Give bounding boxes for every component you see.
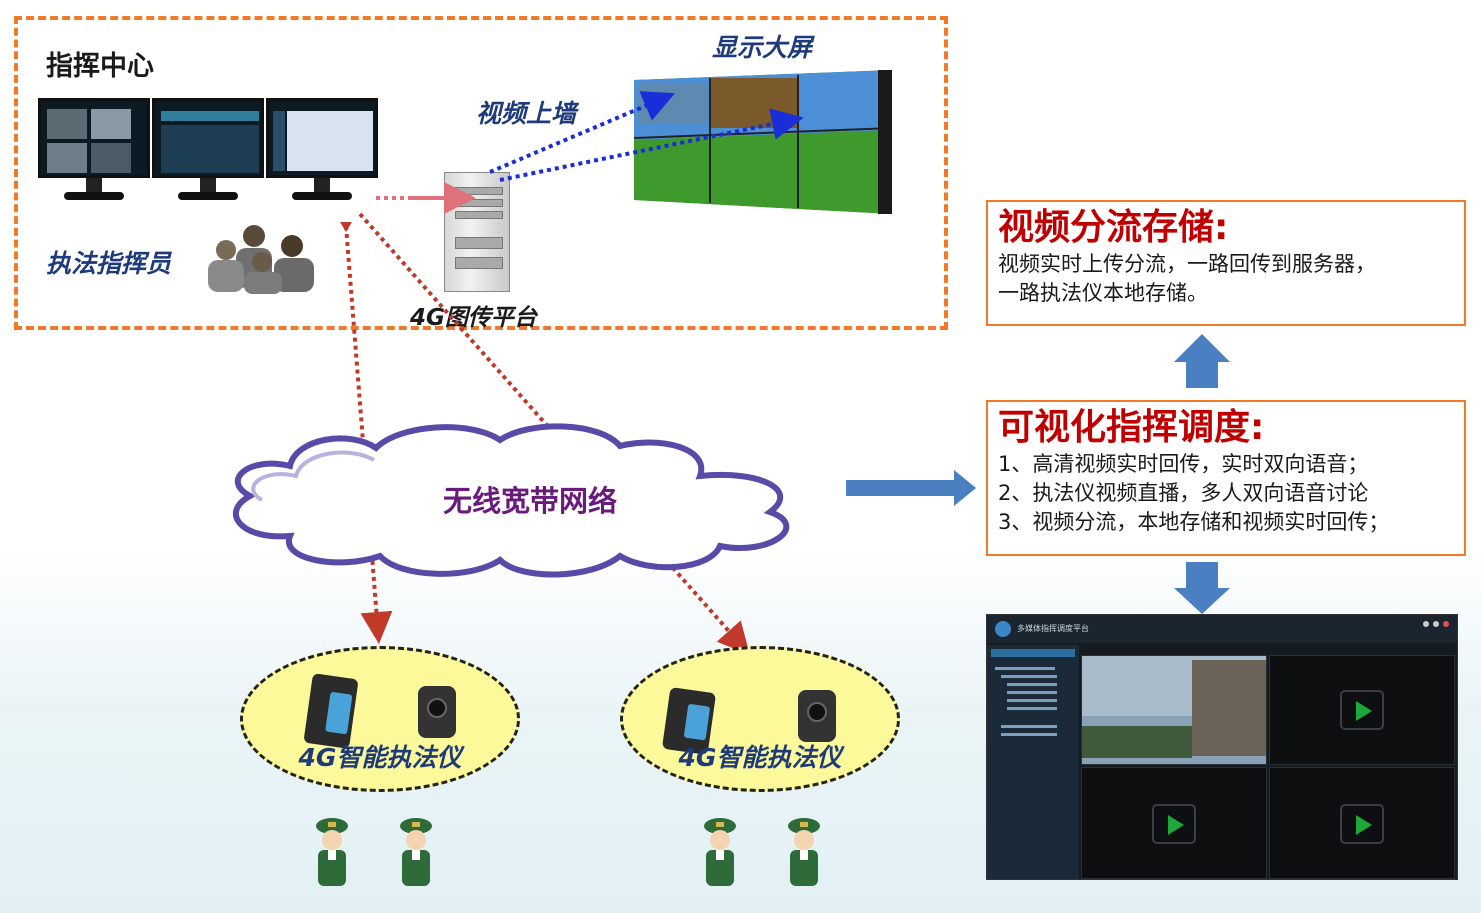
platform-label: 4G图传平台 [410, 305, 537, 331]
dispatch-panel-line: 3、视频分流，本地存储和视频实时回传； [998, 510, 1390, 534]
platform-titlebar: 多媒体指挥调度平台 [987, 615, 1457, 643]
camera-icon [798, 690, 836, 742]
officer-icon [788, 818, 820, 886]
commanders-figure [208, 225, 314, 294]
storage-panel-title: 视频分流存储: [998, 207, 1229, 248]
maximize-icon [1433, 621, 1439, 627]
dispatch-panel-line: 2、执法仪视频直播，多人双向语音讨论 [998, 481, 1369, 505]
device-group-2: 4G智能执法仪 [620, 646, 900, 792]
flow-arrow-right [846, 470, 976, 506]
device-group-1: 4G智能执法仪 [240, 646, 520, 792]
play-icon [1340, 690, 1384, 730]
video-cell-empty [1081, 767, 1267, 879]
dispatch-panel-title: 可视化指挥调度: [998, 407, 1265, 448]
storage-panel-line: 视频实时上传分流，一路回传到服务器， [998, 252, 1376, 276]
command-center-region [14, 16, 948, 330]
monitor-2 [152, 98, 264, 206]
cloud-shape [233, 423, 790, 578]
flow-arrow-down [1174, 562, 1230, 614]
play-icon [1340, 804, 1384, 844]
storage-panel-line: 一路执法仪本地存储。 [998, 281, 1208, 305]
wall-link-1 [489, 91, 676, 174]
close-icon [1443, 621, 1449, 627]
dispatch-panel: 可视化指挥调度: 1、高清视频实时回传，实时双向语音； 2、执法仪视频直播，多人… [986, 400, 1466, 556]
monitor-1 [38, 98, 150, 206]
platform-sidebar [987, 645, 1079, 879]
video-wall-label: 显示大屏 [712, 33, 813, 62]
device-label-1: 4G智能执法仪 [298, 743, 462, 772]
monitor-3 [266, 98, 378, 206]
officer-icon [400, 818, 432, 886]
video-wall-icon [634, 70, 892, 214]
storage-panel: 视频分流存储: 视频实时上传分流，一路回传到服务器， 一路执法仪本地存储。 [986, 200, 1466, 326]
officer-icon [316, 818, 348, 886]
device-label-2: 4G智能执法仪 [678, 743, 842, 772]
flow-arrow-up [1174, 334, 1230, 388]
command-center-title: 指挥中心 [46, 51, 154, 82]
officer-icon [704, 818, 736, 886]
network-label: 无线宽带网络 [442, 484, 617, 518]
video-cell-live [1081, 655, 1267, 765]
video-to-wall-label: 视频上墙 [476, 99, 577, 128]
camera-icon [418, 686, 456, 738]
minimize-icon [1423, 621, 1429, 627]
dispatch-panel-line: 1、高清视频实时回传，实时双向语音； [998, 452, 1369, 476]
play-icon [1152, 804, 1196, 844]
commander-label: 执法指挥员 [46, 249, 172, 278]
video-cell-empty [1269, 655, 1455, 765]
video-cell-empty [1269, 767, 1455, 879]
wall-link-2 [499, 108, 804, 182]
dispatch-platform-screenshot: 多媒体指挥调度平台 [986, 614, 1458, 880]
platform-logo-icon [995, 621, 1011, 637]
left-device-link [344, 225, 393, 644]
platform-title: 多媒体指挥调度平台 [1017, 624, 1089, 633]
